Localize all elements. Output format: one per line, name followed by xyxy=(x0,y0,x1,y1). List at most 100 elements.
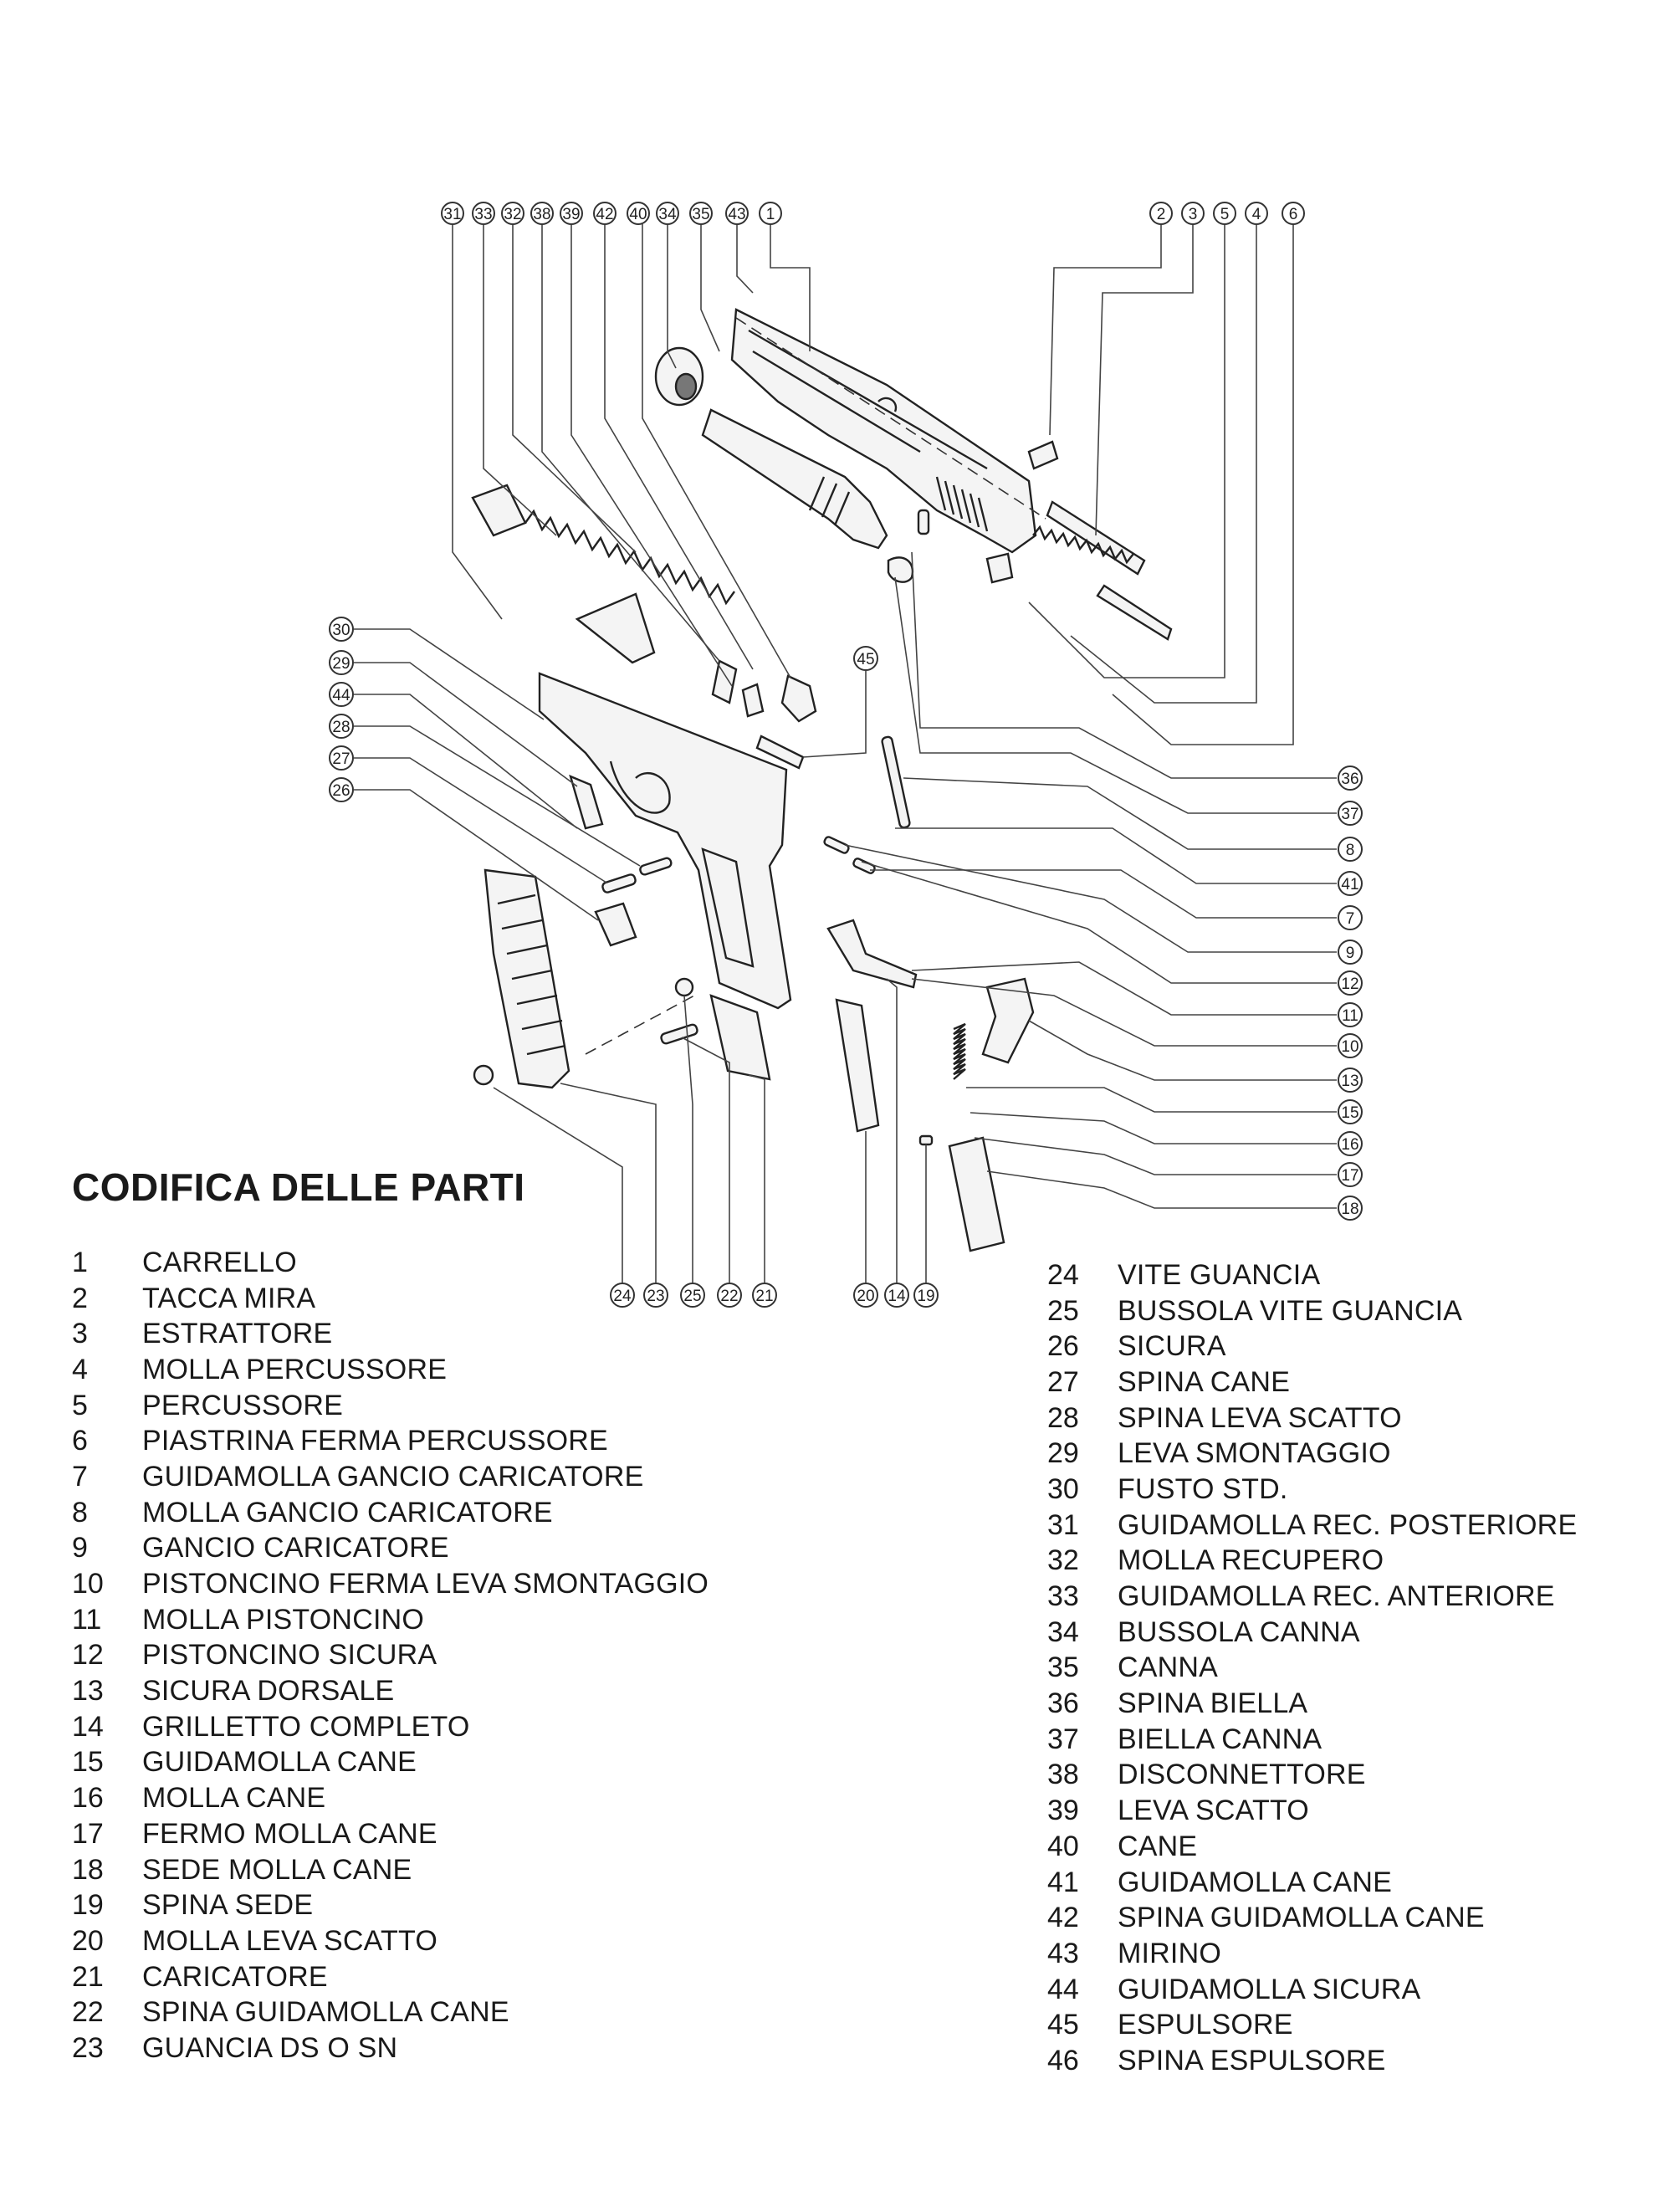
magazine-catch-part xyxy=(881,735,911,829)
legend-number: 8 xyxy=(72,1496,88,1528)
legend-number: 13 xyxy=(72,1675,104,1708)
legend-number: 3 xyxy=(72,1318,88,1350)
legend-item: 40 CANE xyxy=(1047,1829,1577,1865)
svg-text:1: 1 xyxy=(766,206,775,223)
legend-number: 40 xyxy=(1047,1830,1079,1862)
svg-text:10: 10 xyxy=(1341,1038,1358,1056)
legend-number: 37 xyxy=(1047,1723,1079,1755)
legend-label: GUANCIA DS O SN xyxy=(142,2031,398,2064)
legend-label: SPINA CANE xyxy=(1118,1365,1291,1398)
callout-43: 43 xyxy=(725,202,749,225)
grip-safety-part xyxy=(981,977,1035,1064)
svg-text:35: 35 xyxy=(692,206,709,223)
legend-number: 19 xyxy=(72,1889,104,1922)
callout-13: 13 xyxy=(1338,1068,1363,1093)
legend-number: 25 xyxy=(1047,1294,1079,1327)
callout-41: 41 xyxy=(1338,871,1363,896)
legend-number: 21 xyxy=(72,1960,104,1993)
legend-label: SEDE MOLLA CANE xyxy=(142,1853,412,1886)
sear-spring-part xyxy=(835,998,880,1133)
trigger-part xyxy=(826,919,918,989)
callout-39: 39 xyxy=(560,202,583,225)
callout-26: 26 xyxy=(329,777,354,802)
legend-item: 13 SICURA DORSALE xyxy=(72,1673,709,1709)
legend-item: 12 PISTONCINO SICURA xyxy=(72,1638,709,1674)
svg-text:7: 7 xyxy=(1346,910,1355,928)
legend-label: FERMO MOLLA CANE xyxy=(142,1817,437,1850)
barrel-link-part xyxy=(887,556,914,583)
legend-number: 34 xyxy=(1047,1615,1079,1648)
svg-text:41: 41 xyxy=(1341,876,1358,894)
firing-pin-stop-part xyxy=(985,552,1014,584)
legend-label: SPINA SEDE xyxy=(142,1889,314,1922)
svg-text:33: 33 xyxy=(474,206,492,223)
callouts-bottom-b: 20 14 19 xyxy=(853,1283,939,1308)
callout-5: 5 xyxy=(1213,202,1236,225)
legend-label: CANNA xyxy=(1118,1651,1219,1684)
svg-text:32: 32 xyxy=(504,206,521,223)
legend-title: CODIFICA DELLE PARTI xyxy=(72,1165,525,1209)
disconnector-part xyxy=(711,659,738,704)
legend-label: GUIDAMOLLA CANE xyxy=(142,1746,417,1779)
legend-number: 5 xyxy=(72,1389,88,1421)
legend-number: 24 xyxy=(1047,1258,1079,1291)
trigger-pin-part xyxy=(639,857,673,876)
legend-label: SPINA GUIDAMOLLA CANE xyxy=(1118,1902,1485,1934)
legend-number: 26 xyxy=(1047,1330,1079,1363)
alignment-line-grip xyxy=(585,995,695,1055)
callout-21: 21 xyxy=(752,1283,777,1308)
svg-text:36: 36 xyxy=(1341,771,1358,788)
legend-label: SPINA BIELLA xyxy=(1118,1687,1308,1720)
callout-42: 42 xyxy=(593,202,617,225)
legend-number: 6 xyxy=(72,1425,88,1457)
callout-28: 28 xyxy=(329,714,354,739)
svg-text:42: 42 xyxy=(596,206,613,223)
legend-item: 34 BUSSOLA CANNA xyxy=(1047,1615,1577,1651)
legend-label: SPINA ESPULSORE xyxy=(1118,2044,1386,2076)
callout-18: 18 xyxy=(1338,1196,1363,1221)
frame-grip-window xyxy=(701,847,755,968)
legend-label: SICURA DORSALE xyxy=(142,1675,395,1708)
plunger-part xyxy=(823,836,850,854)
legend-label: PISTONCINO SICURA xyxy=(142,1639,437,1672)
callout-36: 36 xyxy=(1338,765,1363,791)
legend-label: VITE GUANCIA xyxy=(1118,1258,1321,1291)
legend-number: 4 xyxy=(72,1353,88,1385)
callout-23: 23 xyxy=(643,1283,668,1308)
callout-34: 34 xyxy=(656,202,679,225)
magazine-part xyxy=(709,994,771,1081)
svg-text:26: 26 xyxy=(332,782,350,800)
legend-number: 14 xyxy=(72,1710,104,1743)
svg-text:11: 11 xyxy=(1342,1007,1358,1025)
legend-number: 17 xyxy=(72,1817,104,1850)
svg-text:39: 39 xyxy=(562,206,580,223)
svg-text:12: 12 xyxy=(1341,975,1358,993)
legend-number: 1 xyxy=(72,1246,88,1278)
legend-label: CANE xyxy=(1118,1830,1198,1862)
frame-trigger-guard xyxy=(609,760,671,814)
callouts-right: 36 37 8 41 7 9 12 11 10 13 15 16 17 18 xyxy=(1338,765,1363,1221)
svg-text:21: 21 xyxy=(755,1288,773,1305)
svg-text:45: 45 xyxy=(857,651,874,668)
legend-number: 12 xyxy=(72,1639,104,1672)
legend-item: 19 SPINA SEDE xyxy=(72,1887,709,1923)
legend-number: 16 xyxy=(72,1782,104,1815)
svg-text:17: 17 xyxy=(1341,1167,1358,1185)
svg-text:19: 19 xyxy=(917,1288,934,1305)
legend-number: 39 xyxy=(1047,1795,1079,1827)
legend-label: BUSSOLA CANNA xyxy=(1118,1615,1360,1648)
legend-number: 10 xyxy=(72,1568,104,1600)
